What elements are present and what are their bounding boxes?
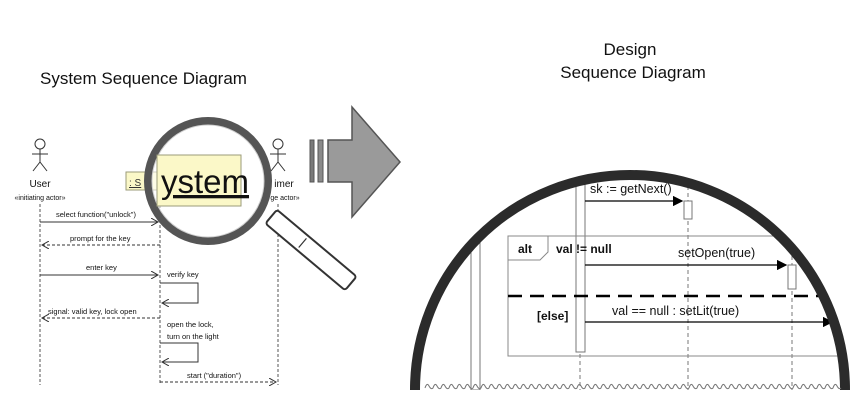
lockctrl-box xyxy=(753,114,843,144)
msg-enter-key: enter key xyxy=(86,263,117,272)
user-actor-name: User xyxy=(29,179,51,190)
self-call-open xyxy=(160,342,199,362)
msg-turn-on-light: turn on the light xyxy=(167,332,220,341)
alt-guard-1: val != null xyxy=(556,242,612,256)
wavy-cut-line xyxy=(424,383,842,390)
magnified-system-label: ystem xyxy=(161,163,249,200)
alt-guard-2: [else] xyxy=(537,309,568,323)
controller-activation xyxy=(470,175,481,390)
msg-select-function: select function("unlock") xyxy=(56,210,136,219)
system-diagram-title: System Sequence Diagram xyxy=(40,69,247,88)
lockctrl-label: : LockCtrl xyxy=(760,122,815,137)
msg-verify-key: verify key xyxy=(167,270,199,279)
self-call-verify xyxy=(160,282,199,303)
setopen-message: setOpen(true) xyxy=(678,246,755,260)
lens-ring xyxy=(410,170,850,391)
found-message-dot xyxy=(430,175,438,178)
checker-activation xyxy=(575,183,586,353)
timer-actor xyxy=(270,138,286,172)
setlit-message: val == null : setLit(true) xyxy=(612,304,739,318)
checkkey-message: checkKey() xyxy=(494,166,557,180)
system-box-magnified xyxy=(156,154,242,207)
checker-label: : Checker xyxy=(552,122,608,137)
msg-start: start ("duration") xyxy=(187,371,242,380)
alt-operator: alt xyxy=(518,242,532,256)
user-actor xyxy=(32,138,48,172)
msg-signal: signal: valid key, lock open xyxy=(48,307,137,316)
timer-actor-role: ge actor» xyxy=(270,195,299,202)
keystorage-box xyxy=(641,114,735,144)
big-arrow-icon xyxy=(309,105,401,219)
msg-open-lock: open the lock, xyxy=(167,320,214,329)
controller-box xyxy=(430,114,520,144)
design-title-line2: Sequence Diagram xyxy=(560,63,706,82)
system-box-label: : S xyxy=(129,178,142,189)
getnext-message: sk := getNext() xyxy=(590,182,672,196)
user-actor-role: «initiating actor» xyxy=(15,195,66,202)
design-title-line1: Design xyxy=(604,40,657,59)
timer-actor-name: imer xyxy=(274,179,294,190)
lockctrl-activation xyxy=(787,264,797,290)
controller-label: : Controller xyxy=(456,122,520,137)
checker-box xyxy=(540,114,620,144)
keystorage-label: : KeyStorage xyxy=(650,122,725,137)
msg-prompt: prompt for the key xyxy=(70,234,131,243)
keystorage-activation xyxy=(683,200,693,220)
alt-operator-box xyxy=(507,235,549,261)
